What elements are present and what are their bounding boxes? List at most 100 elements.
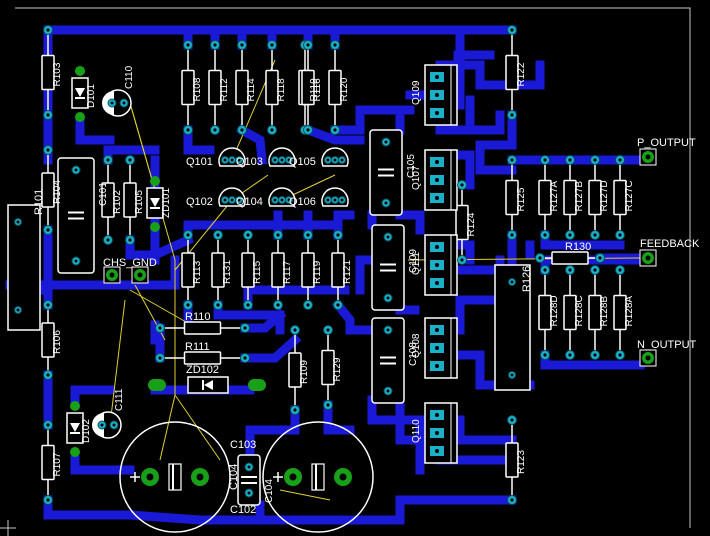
component-label: C102 bbox=[230, 504, 256, 516]
pad-hole bbox=[230, 158, 234, 162]
resistor-label: R117 bbox=[282, 260, 293, 284]
pad-hole bbox=[336, 233, 340, 237]
pad-hole bbox=[593, 268, 597, 272]
capacitor-label: C108 bbox=[408, 342, 419, 366]
resistor-body bbox=[613, 294, 627, 331]
capacitor-label: C111 bbox=[114, 388, 125, 411]
pad-hole bbox=[280, 198, 284, 202]
transistor-label: Q106 bbox=[289, 196, 316, 208]
ratsnest-wire bbox=[109, 299, 126, 426]
large-resistor-body bbox=[494, 264, 531, 391]
pad-hole bbox=[276, 233, 280, 237]
resistor-label: R123 bbox=[516, 450, 527, 474]
copper-trace bbox=[395, 395, 425, 445]
resistor-body bbox=[235, 69, 249, 106]
pad-hole bbox=[74, 168, 78, 172]
pad-hole bbox=[568, 353, 572, 357]
ratsnest-wire bbox=[174, 394, 221, 461]
pad-hole bbox=[270, 43, 274, 47]
pad-hole bbox=[510, 373, 514, 377]
pad-hole bbox=[46, 373, 50, 377]
diode-pad bbox=[150, 176, 160, 186]
resistor-label: R105 bbox=[134, 190, 145, 214]
pad-hole bbox=[46, 228, 50, 232]
resistor-label: R107 bbox=[52, 452, 63, 476]
pad-hole bbox=[186, 233, 190, 237]
resistor-label: R110 bbox=[185, 311, 210, 323]
pad-hole bbox=[112, 423, 116, 427]
pad-hole bbox=[460, 258, 464, 262]
diode-symbol bbox=[75, 88, 85, 97]
component-label: ZD102 bbox=[186, 364, 219, 376]
resistor-label: R109 bbox=[299, 360, 310, 384]
pad-hole bbox=[618, 353, 622, 357]
resistor-label: R131 bbox=[222, 260, 233, 284]
pad-hole bbox=[333, 128, 337, 132]
pad-hole bbox=[237, 158, 241, 162]
resistor-label: R128B bbox=[599, 296, 610, 327]
pad-hole bbox=[100, 423, 104, 427]
diode-pad bbox=[150, 222, 160, 232]
copper-trace bbox=[330, 105, 415, 135]
resistor-body bbox=[211, 252, 225, 288]
resistor-label: R108 bbox=[192, 77, 203, 101]
resistor-body bbox=[455, 204, 469, 241]
component-label: R101 bbox=[33, 189, 45, 215]
pad-hole bbox=[435, 93, 439, 97]
resistor-label: R112 bbox=[219, 78, 230, 102]
resistor-body bbox=[538, 179, 552, 216]
pad-hole bbox=[106, 158, 110, 162]
electrolytic-body bbox=[262, 421, 374, 533]
pad-hole bbox=[287, 198, 291, 202]
pad-hole bbox=[306, 303, 310, 307]
copper-trace bbox=[333, 210, 355, 240]
pad-hole bbox=[435, 449, 439, 453]
pad-hole bbox=[510, 233, 514, 237]
resistor-label: R118 bbox=[276, 78, 287, 102]
pad-hole bbox=[384, 201, 388, 205]
pad-hole bbox=[598, 256, 602, 260]
pad-hole bbox=[510, 28, 514, 32]
resistor-label: R106 bbox=[52, 330, 63, 354]
pad-hole bbox=[384, 140, 388, 144]
pad-hole bbox=[276, 303, 280, 307]
pad-hole bbox=[645, 255, 651, 261]
pad-hole bbox=[216, 233, 220, 237]
resistor-body bbox=[41, 444, 55, 481]
component-label: R126 bbox=[521, 266, 533, 292]
pad-hole bbox=[460, 183, 464, 187]
pad-hole bbox=[543, 268, 547, 272]
pad-hole bbox=[339, 473, 347, 481]
component-label: C104 bbox=[228, 464, 240, 490]
pad-hole bbox=[326, 158, 330, 162]
diode-label: D101 bbox=[86, 84, 97, 108]
pad-hole bbox=[247, 465, 251, 469]
film-capacitor-body bbox=[237, 454, 261, 506]
pad-hole bbox=[74, 259, 78, 263]
pad-hole bbox=[246, 233, 250, 237]
pad-hole bbox=[435, 281, 439, 285]
pad-hole bbox=[280, 158, 284, 162]
connector-label: N_OUTPUT bbox=[637, 339, 697, 351]
capacitor-label: C101 bbox=[98, 182, 109, 206]
resistor-label: R128D bbox=[549, 295, 560, 326]
resistor-body bbox=[538, 294, 552, 331]
pad-hole bbox=[223, 158, 227, 162]
transistor-label: Q103 bbox=[236, 156, 263, 168]
pad-hole bbox=[510, 498, 514, 502]
pad-hole bbox=[128, 158, 132, 162]
pad-hole bbox=[386, 235, 390, 239]
pad-hole bbox=[593, 233, 597, 237]
pad-hole bbox=[538, 256, 542, 260]
resistor-body bbox=[101, 182, 115, 218]
copper-trace bbox=[331, 298, 377, 335]
copper-trace bbox=[367, 395, 425, 475]
resistor-label: R127C bbox=[624, 180, 635, 211]
resistor-body bbox=[588, 294, 602, 331]
pad-hole bbox=[46, 498, 50, 502]
resistor-label: R122 bbox=[516, 62, 527, 86]
resistor-body bbox=[271, 252, 285, 288]
pad-hole bbox=[340, 158, 344, 162]
copper-trace bbox=[453, 50, 495, 70]
pad-hole bbox=[333, 158, 337, 162]
